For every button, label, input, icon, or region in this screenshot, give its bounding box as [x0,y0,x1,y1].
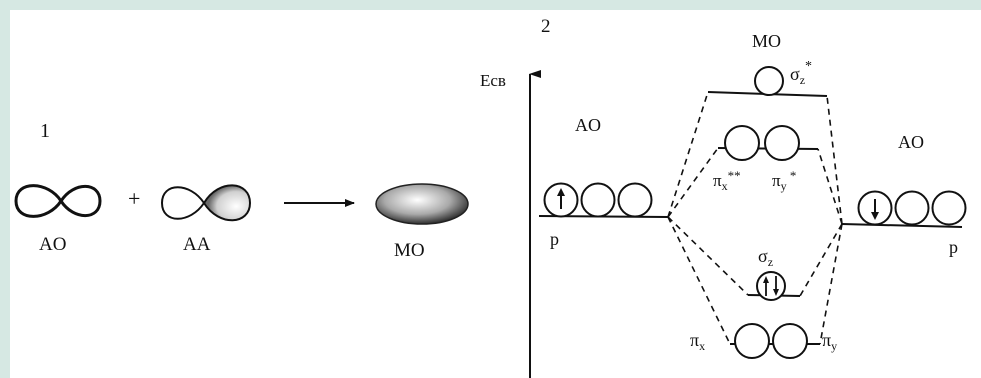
right-p-level [841,190,967,228]
energy-axis-label: Eсв [480,71,506,90]
sigma-label: σz [758,246,773,269]
electron-cell [617,182,653,218]
electron-cell [772,323,808,359]
pi-y-star-label: πy * [772,168,796,193]
ao-orbital-shape [14,184,102,218]
pi-y-label: πy [822,330,837,353]
orbital-diagram: 1 AO + AA MO 2 Eсв MO AO AO p p [14,16,967,378]
spin-down-arrow-head [773,289,779,296]
electron-cell [734,323,770,359]
electron-cell [754,66,784,96]
pi-x-star-label: πx** [713,168,741,193]
sigma-star-level [707,66,828,97]
pi-level [730,323,820,359]
p-label-left: p [550,229,559,249]
electron-cell [764,125,800,161]
aa-label: AA [183,234,211,255]
mo-orbital-shape [375,183,469,225]
electron-cell [756,271,786,301]
pi-x-label: πx [690,330,705,353]
part1-number: 1 [40,120,50,142]
mo-title: MO [752,31,781,51]
ao-label-left: AO [39,234,66,255]
electron-cell [894,190,930,226]
sigma-star-label: σz* [790,59,812,87]
spin-up-arrow-head [763,276,769,283]
part2-number: 2 [541,16,551,37]
sigma-level [747,271,801,301]
ao-left-title: AO [575,115,601,135]
plus-sign: + [128,186,140,211]
mo-label-part1: MO [394,240,425,261]
electron-cell [724,125,760,161]
figure-sheet: 1 AO + AA MO 2 Eсв MO AO AO p p [10,10,981,378]
aa-orbital-shape [160,184,252,222]
left-p-level [538,182,669,218]
electron-cell [580,182,616,218]
correlation-lines [667,91,843,345]
pi-star-level [717,125,819,161]
electron-cell [931,190,967,226]
ao-right-title: AO [898,132,924,152]
p-label-right: p [949,237,958,257]
spin-up-arrow-head [557,188,565,196]
spin-down-arrow-head [871,212,879,220]
